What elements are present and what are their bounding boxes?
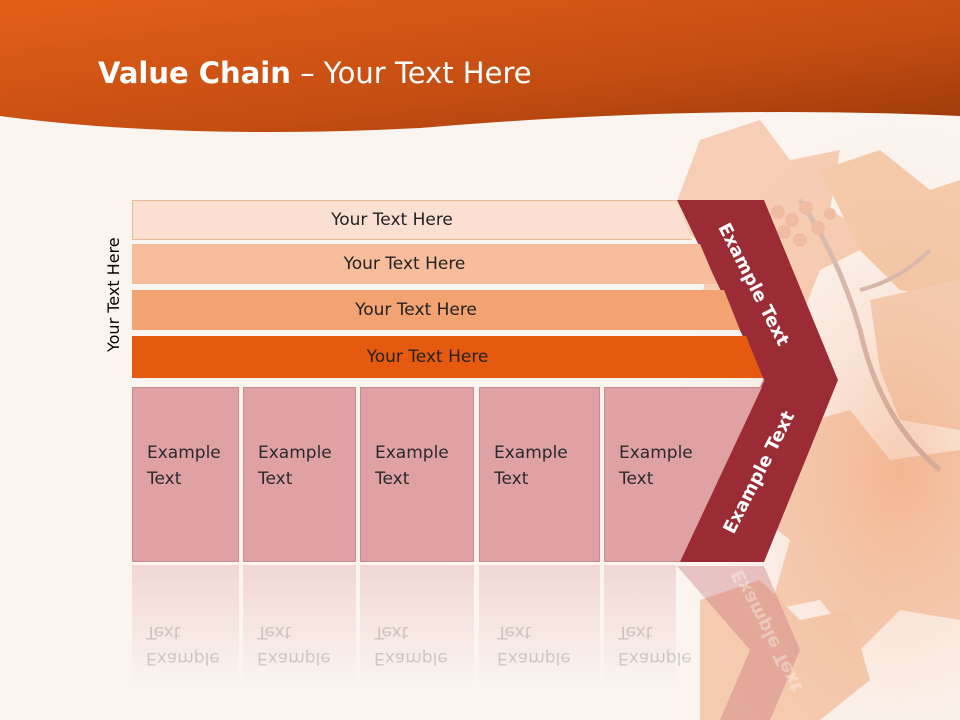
- box-reflection: Example Text: [360, 565, 474, 685]
- box-reflection: Example Text: [132, 565, 239, 685]
- box-line-2: Text: [147, 469, 182, 489]
- box-reflection: Example Text: [604, 565, 692, 685]
- reflection-line-1: Example: [257, 648, 331, 668]
- box-line-1: Example: [147, 443, 221, 463]
- tier-bar-label: Your Text Here: [366, 347, 489, 367]
- side-label: Your Text Here: [104, 237, 123, 352]
- box-line-1: Example: [619, 443, 693, 463]
- title-bold: Value Chain: [98, 56, 291, 90]
- header-banner: [0, 0, 960, 132]
- reflection-line-2: Text: [618, 622, 653, 642]
- box-line-1: Example: [494, 443, 568, 463]
- reflection-line-2: Text: [257, 622, 292, 642]
- box-reflection: Example Text: [479, 565, 600, 685]
- tier-bar-1: Your Text Here: [132, 200, 692, 240]
- box-line-2: Text: [494, 469, 529, 489]
- tier-bar-label: Your Text Here: [331, 210, 453, 230]
- tier-bar-label: Your Text Here: [355, 300, 477, 320]
- reflection-line-2: Text: [146, 622, 181, 642]
- reflection-line-1: Example: [497, 648, 571, 668]
- box-line-2: Text: [258, 469, 293, 489]
- chevron-arrow-shape: [677, 200, 838, 562]
- tier-bar-2: Your Text Here: [132, 244, 717, 284]
- page-title: Value Chain – Your Text Here: [98, 56, 532, 90]
- box-line-1: Example: [375, 443, 449, 463]
- tier-bar-3: Your Text Here: [132, 290, 740, 330]
- tier-bar-label: Your Text Here: [343, 254, 466, 274]
- reflection-line-2: Text: [374, 622, 409, 642]
- reflection-line-2: Text: [497, 622, 532, 642]
- box-reflection: Example Text: [243, 565, 356, 685]
- box-line-2: Text: [375, 469, 410, 489]
- reflection-line-1: Example: [374, 648, 448, 668]
- reflection-line-1: Example: [146, 648, 220, 668]
- title-rest: – Your Text Here: [290, 56, 532, 90]
- box-line-2: Text: [619, 469, 654, 489]
- tier-bar-4: Your Text Here: [132, 336, 763, 378]
- reflection-line-1: Example: [618, 648, 692, 668]
- box-line-1: Example: [258, 443, 332, 463]
